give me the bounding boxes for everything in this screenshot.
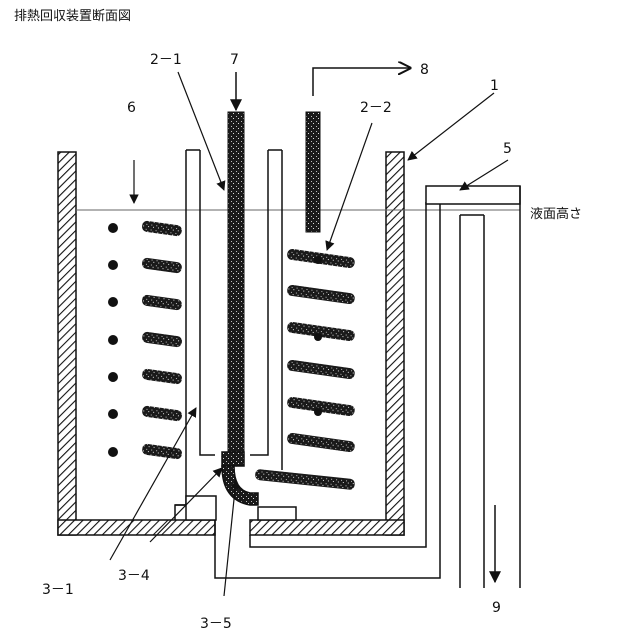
tank-right-wall [386, 152, 404, 535]
coil-segments-right [255, 248, 356, 490]
liquid-level-label: 液面高さ [530, 206, 582, 222]
coil-segments-left [141, 220, 182, 459]
label-3-1: 3－1 [42, 582, 74, 598]
tank-left-wall [58, 152, 76, 535]
label-3-4: 3－4 [118, 568, 150, 584]
label-2-2: 2－2 [360, 100, 392, 116]
label-7: 7 [230, 52, 239, 68]
outlet-pipe [306, 112, 320, 232]
coil-dots-left [108, 223, 118, 457]
label-6: 6 [127, 100, 136, 116]
label-1: 1 [490, 78, 499, 94]
label-3-5: 3－5 [200, 616, 232, 632]
outlet-arrow [313, 68, 410, 96]
label-9: 9 [492, 600, 501, 616]
label-2-1: 2－1 [150, 52, 182, 68]
diagram-title: 排熱回収装置断面図 [14, 9, 131, 24]
inlet-pipe [228, 112, 244, 464]
label-8: 8 [420, 62, 429, 78]
label-5: 5 [503, 141, 512, 157]
